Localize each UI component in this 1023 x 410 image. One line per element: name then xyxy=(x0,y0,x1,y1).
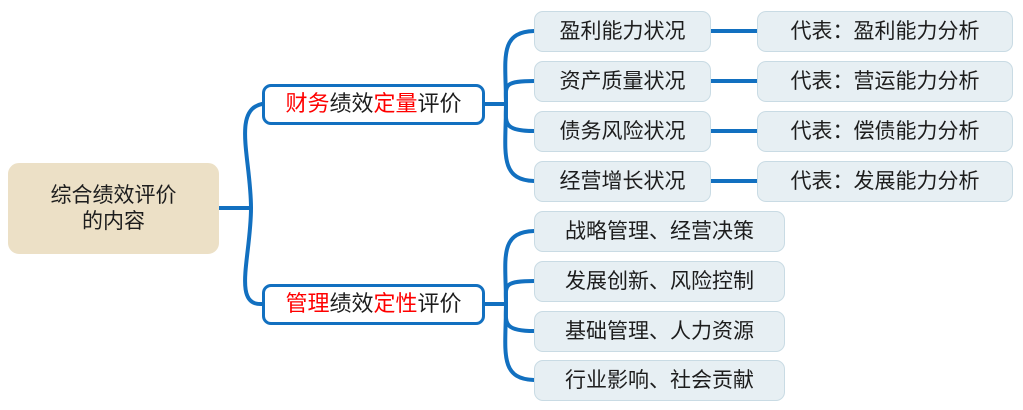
connector-financial-to-child-2 xyxy=(503,102,536,133)
leaf-node-management-0[interactable]: 战略管理、经营决策 xyxy=(534,211,785,252)
leaf-node-management-3[interactable]: 行业影响、社会贡献 xyxy=(534,360,785,401)
leaf-node-financial-0[interactable]: 盈利能力状况 xyxy=(534,11,711,52)
branch-node-management[interactable]: 管理绩效定性评价 xyxy=(262,284,485,325)
leaf-node-financial-2[interactable]: 债务风险状况 xyxy=(534,111,711,152)
branch-label-seg-2: 定量 xyxy=(373,91,418,117)
branch-node-financial[interactable]: 财务绩效定量评价 xyxy=(262,84,485,125)
branch-label-seg-3: 评价 xyxy=(417,291,462,317)
branch-label-seg-1: 绩效 xyxy=(329,291,374,317)
connector-financial-to-child-3 xyxy=(503,102,536,183)
connector-root-to-management xyxy=(243,206,264,307)
leaf-node-management-1[interactable]: 发展创新、风险控制 xyxy=(534,261,785,302)
connector-management-to-child-0 xyxy=(503,229,536,306)
connector-financial-to-child-1 xyxy=(503,79,536,106)
connector-root-to-financial xyxy=(243,102,264,210)
root-node-line-2: 的内容 xyxy=(82,209,145,233)
connector-management-to-child-1 xyxy=(503,279,536,306)
branch-label-seg-0: 管理 xyxy=(285,291,330,317)
root-node[interactable]: 综合绩效评价 的内容 xyxy=(8,163,219,254)
branch-label-seg-1: 绩效 xyxy=(329,91,374,117)
branch-label-seg-2: 定性 xyxy=(373,291,418,317)
connector-management-to-child-3 xyxy=(503,302,536,382)
detail-node-financial-0[interactable]: 代表：盈利能力分析 xyxy=(757,11,1013,52)
branch-label-seg-3: 评价 xyxy=(417,91,462,117)
leaf-node-management-2[interactable]: 基础管理、人力资源 xyxy=(534,311,785,352)
detail-node-financial-3[interactable]: 代表：发展能力分析 xyxy=(757,161,1013,202)
connector-management-to-child-2 xyxy=(503,302,536,333)
branch-label-seg-0: 财务 xyxy=(285,91,330,117)
detail-node-financial-2[interactable]: 代表：偿债能力分析 xyxy=(757,111,1013,152)
leaf-node-financial-3[interactable]: 经营增长状况 xyxy=(534,161,711,202)
leaf-node-financial-1[interactable]: 资产质量状况 xyxy=(534,61,711,102)
root-node-line-1: 综合绩效评价 xyxy=(50,183,177,207)
detail-node-financial-1[interactable]: 代表：营运能力分析 xyxy=(757,61,1013,102)
connector-financial-to-child-0 xyxy=(503,29,536,106)
